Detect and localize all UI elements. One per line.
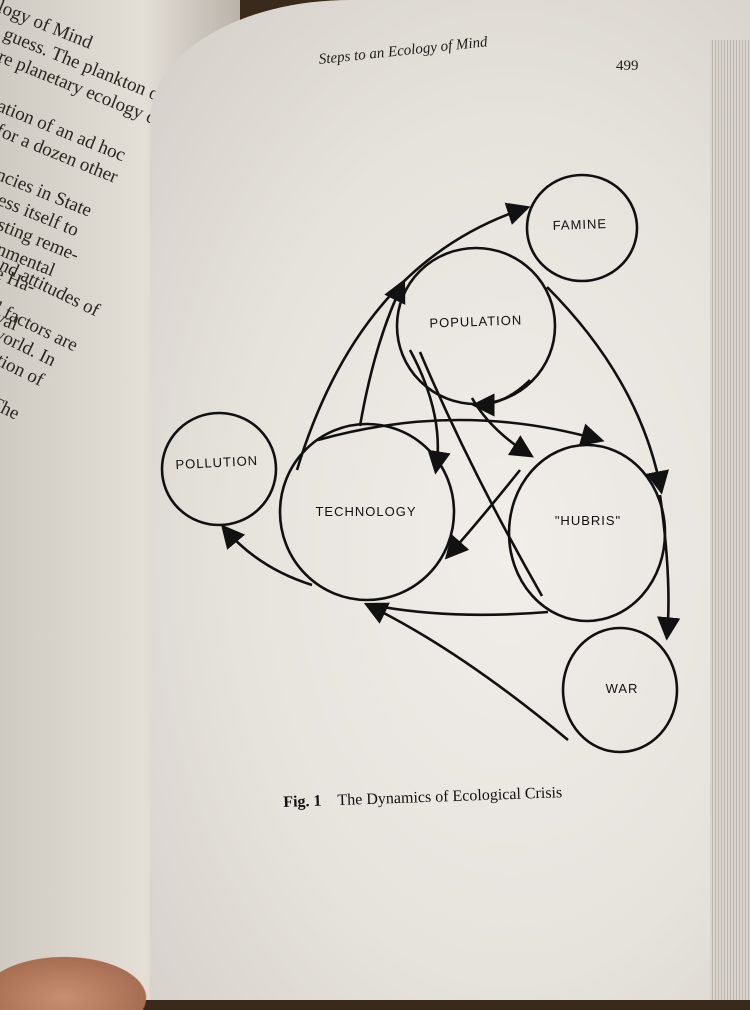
arrow-hubris-to-war bbox=[657, 494, 681, 641]
pollution-circle bbox=[160, 411, 278, 527]
arrow-technology-to-hubris bbox=[317, 418, 605, 447]
node-label-famine: FAMINE bbox=[552, 216, 607, 233]
node-label-population: POPULATION bbox=[429, 312, 522, 330]
arrow-population-inner bbox=[471, 379, 531, 417]
arrow-hubris-to-population bbox=[418, 351, 544, 597]
thumb bbox=[0, 950, 160, 1010]
hubris-circle bbox=[507, 443, 667, 623]
arrow-population-to-war bbox=[546, 286, 669, 495]
famine-circle bbox=[525, 173, 639, 283]
arrow-technology-to-population bbox=[358, 278, 406, 427]
arrow-hubris-to-technology bbox=[371, 603, 549, 617]
arrow-hubris-cross-technology bbox=[444, 469, 522, 560]
technology-circle bbox=[278, 422, 456, 602]
node-label-hubris: "HUBRIS" bbox=[555, 513, 621, 528]
right-page bbox=[150, 0, 750, 1000]
arrow-technology-to-pollution bbox=[220, 524, 313, 587]
node-label-pollution: POLLUTION bbox=[175, 453, 258, 472]
arrow-population-to-technology bbox=[408, 349, 451, 475]
arrow-population-to-hubris bbox=[470, 397, 534, 458]
node-label-technology: TECHNOLOGY bbox=[315, 504, 416, 519]
arrow-war-to-technology bbox=[363, 602, 569, 741]
page-edge bbox=[710, 40, 750, 1000]
node-label-war: WAR bbox=[606, 681, 639, 696]
figure-number: Fig. 1 bbox=[283, 792, 322, 811]
war-circle bbox=[561, 626, 679, 754]
page-number: 499 bbox=[616, 58, 639, 74]
